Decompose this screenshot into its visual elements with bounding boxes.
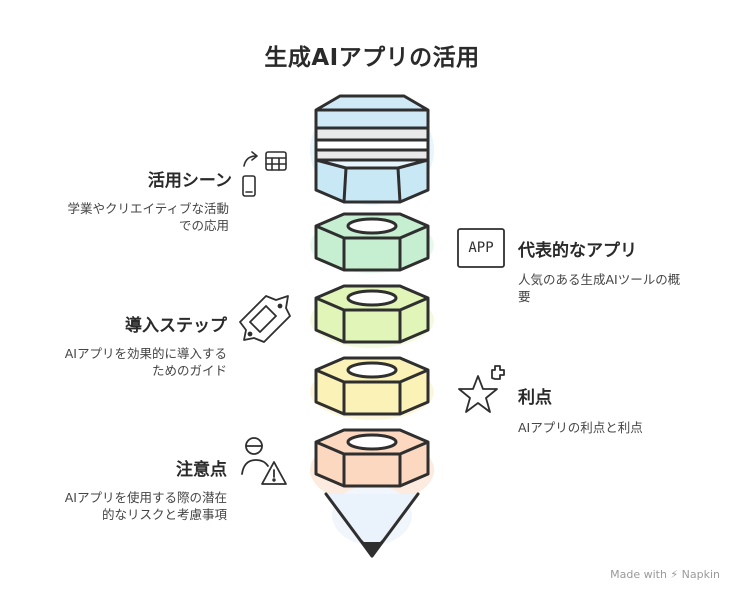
desc-line: AIアプリの利点と利点 [518, 420, 643, 435]
app-icon [457, 228, 505, 268]
desc-line: 学業やクリエイティブな活動 [67, 201, 229, 216]
section-title-cautions: 注意点 [176, 460, 227, 480]
section-title-usage-scenes: 活用シーン [147, 171, 232, 191]
desc-line: 的なリスクと考慮事項 [101, 507, 227, 522]
layer-4-nut [314, 356, 430, 416]
pencil-tip [324, 492, 420, 558]
user-warning-icon [241, 437, 287, 485]
section-desc-representative-apps: 人気のある生成AIツールの概 要 [518, 271, 728, 305]
page-title: 生成AIアプリの活用 [264, 45, 480, 71]
section-title-representative-apps: 代表的なアプリ [518, 241, 637, 261]
section-desc-introduction-steps: AIアプリを効果的に導入する ためのガイド [65, 345, 227, 379]
desc-line: ためのガイド [151, 363, 227, 378]
section-desc-benefits: AIアプリの利点と利点 [518, 419, 643, 436]
section-desc-cautions: AIアプリを使用する際の潜在 的なリスクと考慮事項 [65, 489, 227, 523]
layer-1-eraser [314, 94, 430, 204]
section-title-introduction-steps: 導入ステップ [125, 316, 227, 336]
device-calendar-icon [242, 151, 287, 197]
layer-5-nut [314, 428, 430, 488]
desc-line: AIアプリを使用する際の潜在 [64, 490, 227, 505]
section-desc-usage-scenes: 学業やクリエイティブな活動 での応用 [67, 200, 229, 234]
puzzle-ruler-icon [239, 295, 291, 343]
star-plus-icon [458, 365, 505, 413]
app-icon-label: APP [468, 240, 494, 256]
section-title-benefits: 利点 [518, 388, 552, 408]
napkin-watermark: Made with ⚡ Napkin [610, 568, 720, 581]
desc-line: 要 [518, 289, 531, 304]
desc-line: AIアプリを効果的に導入する [64, 346, 227, 361]
desc-line: での応用 [178, 218, 229, 233]
layer-2-nut [314, 212, 430, 272]
desc-line: 人気のある生成AIツールの概 [518, 272, 681, 287]
layer-3-nut [314, 284, 430, 344]
